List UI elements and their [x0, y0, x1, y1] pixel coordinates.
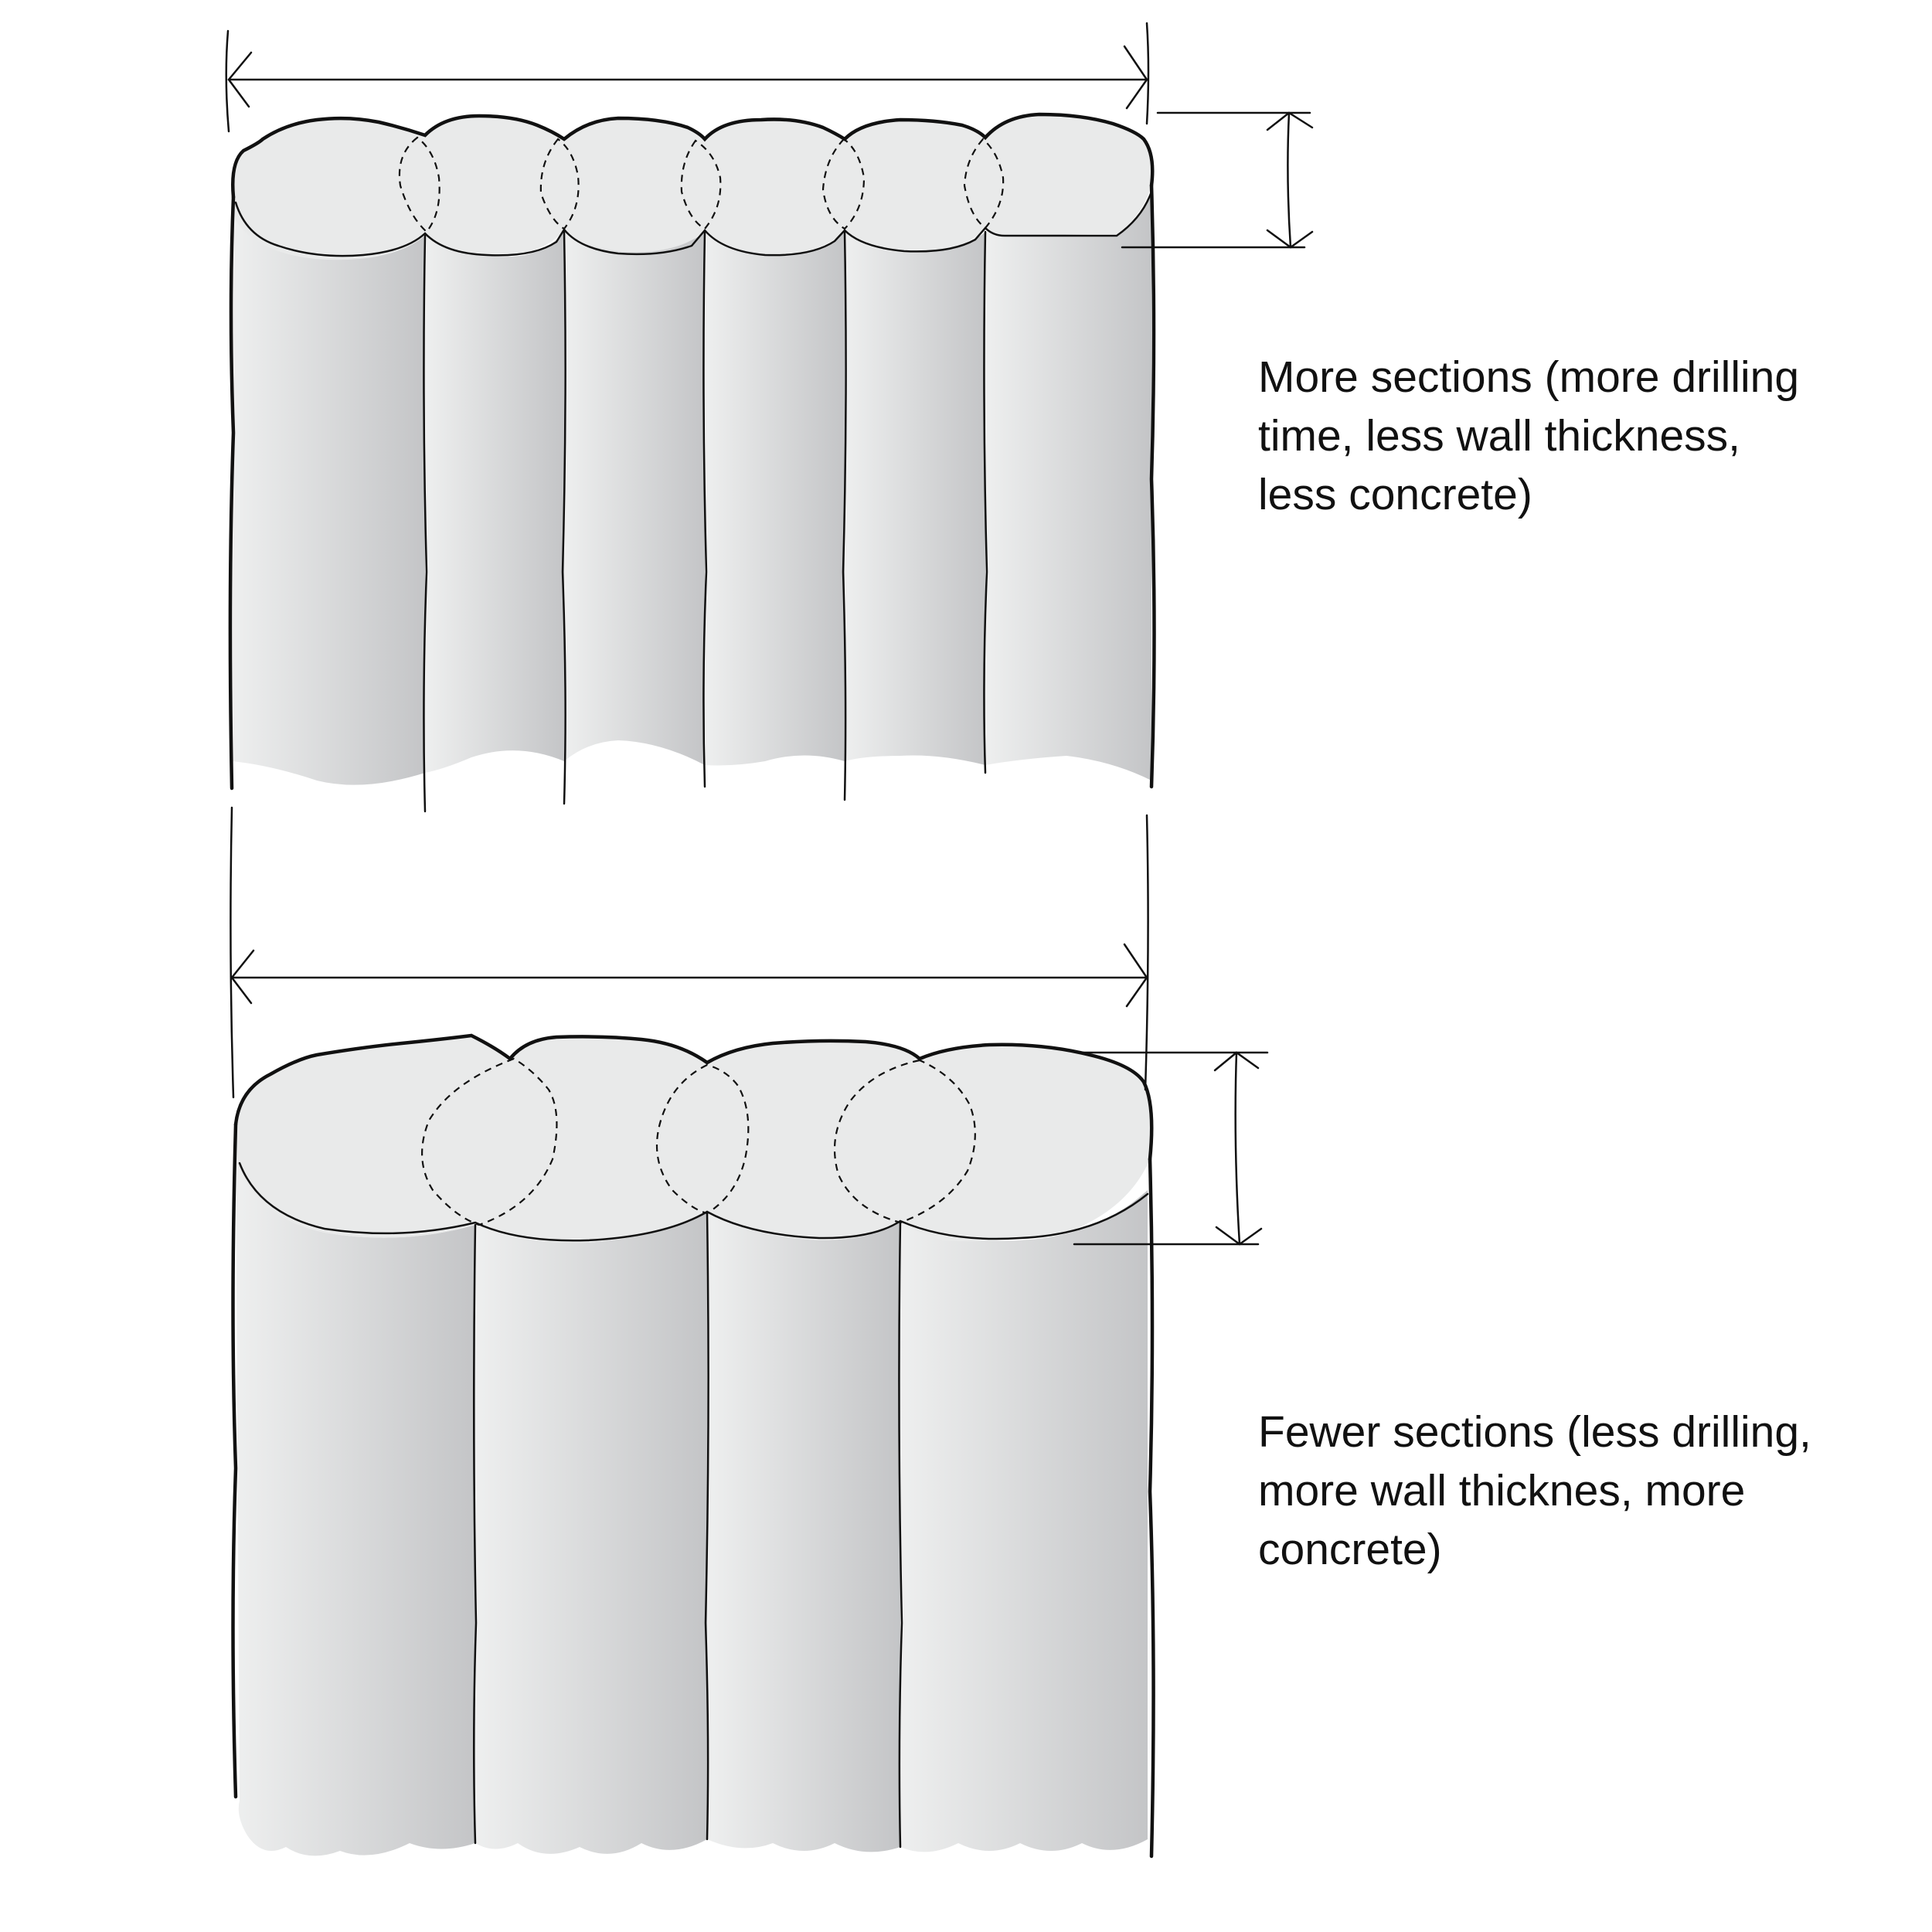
- overlap-outline: [821, 138, 866, 230]
- overlap-outline: [398, 136, 440, 233]
- pile-outlines: [228, 112, 1156, 813]
- pile-shaft: [564, 232, 705, 765]
- arrow-head-top: [1213, 1051, 1260, 1072]
- caption-line: more wall thicknes, more: [1258, 1466, 1746, 1515]
- dimension-width: [225, 22, 1150, 133]
- arrow-head-left: [227, 51, 253, 108]
- extension-line-left: [230, 806, 235, 1099]
- panel-fewer-sections: [230, 806, 1269, 1859]
- dimension-line: [1234, 1051, 1241, 1246]
- caption-more-sections: More sections (more drilling time, less …: [1258, 348, 1845, 524]
- overlap-outline: [680, 139, 722, 230]
- extension-line-right: [1145, 22, 1150, 125]
- caption-line: time, less wall thickness,: [1258, 411, 1741, 461]
- wall-left-edge: [231, 1122, 238, 1799]
- pile-joint-line: [561, 230, 566, 805]
- pile-shaft: [845, 232, 985, 765]
- arrow-head-top: [1266, 111, 1314, 131]
- arrow-head-right: [1123, 943, 1148, 1008]
- pile-joint-line: [983, 230, 988, 774]
- pile-shafts: [232, 189, 1151, 785]
- caption-line: More sections (more drilling: [1258, 352, 1800, 402]
- pile-shaft: [232, 193, 425, 785]
- arrow-head-bottom: [1266, 229, 1314, 249]
- arrow-head-left: [230, 949, 255, 1005]
- pile-outlines: [231, 1033, 1155, 1859]
- pile-joint-lines: [423, 230, 988, 813]
- caption-line: less concrete): [1258, 470, 1532, 519]
- pile-joint-line: [702, 230, 708, 788]
- pile-shaft: [475, 1212, 707, 1854]
- caption-line: Fewer sections (less drilling,: [1258, 1407, 1811, 1457]
- dimension-line: [1287, 111, 1292, 249]
- pile-shaft: [900, 1190, 1148, 1852]
- pile-joint-line: [704, 1210, 709, 1841]
- pile-shaft: [707, 1212, 900, 1852]
- pile-joint-line: [842, 230, 847, 801]
- top-face-front-edge: [238, 1162, 1149, 1242]
- pile-shaft: [705, 232, 845, 766]
- arrow-head-right: [1123, 45, 1148, 110]
- panel-more-sections: [225, 22, 1314, 813]
- pile-top-face: [236, 1036, 1152, 1243]
- wall-left-edge: [228, 195, 236, 791]
- dimension-thickness: [1121, 111, 1314, 249]
- extension-line-left: [225, 29, 230, 133]
- pile-joint-line: [423, 234, 428, 813]
- dimension-thickness: [1073, 1051, 1269, 1246]
- pile-top-face: [231, 114, 1153, 260]
- top-face-front-edge: [234, 190, 1153, 257]
- wall-right-edge: [1148, 1157, 1155, 1859]
- arrow-head-bottom: [1215, 1226, 1263, 1246]
- pile-joint-line: [898, 1219, 903, 1849]
- top-face-outline: [233, 1033, 1154, 1162]
- caption-fewer-sections: Fewer sections (less drilling, more wall…: [1258, 1403, 1845, 1579]
- dimension-width: [230, 806, 1149, 1099]
- pile-shafts: [236, 1159, 1148, 1856]
- extension-line-right: [1144, 814, 1149, 1091]
- pile-shaft: [425, 232, 564, 773]
- pile-joint-line: [472, 1223, 478, 1845]
- top-face-outline: [231, 112, 1155, 199]
- pile-shaft: [236, 1159, 475, 1856]
- pile-shaft: [985, 189, 1151, 781]
- pile-joint-lines: [472, 1210, 903, 1849]
- wall-right-edge: [1149, 183, 1156, 789]
- caption-line: concrete): [1258, 1525, 1442, 1574]
